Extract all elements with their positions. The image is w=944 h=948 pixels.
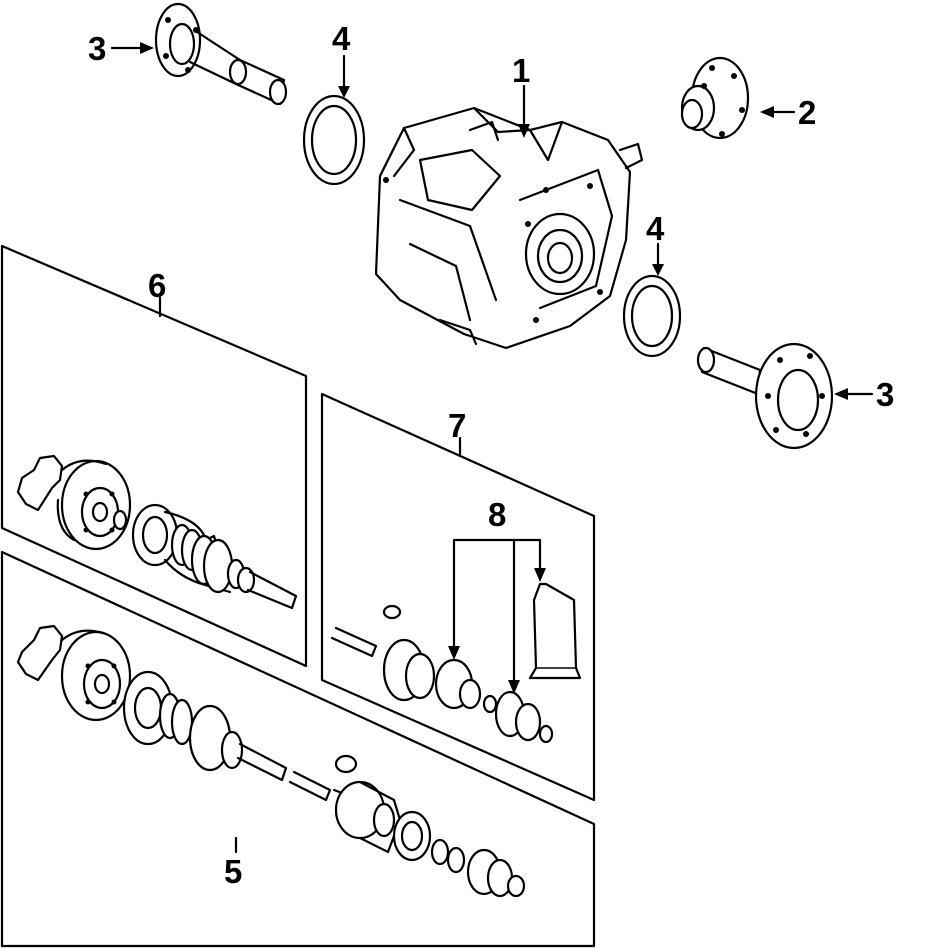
callout-1: 1 — [512, 52, 530, 89]
flange-shaft-left — [154, 2, 288, 106]
grease-tube — [528, 582, 582, 680]
cv-joint-outer-upper — [16, 454, 132, 551]
callout-2: 2 — [798, 94, 816, 131]
seal-left — [302, 94, 366, 186]
flange-shaft-right — [696, 342, 834, 450]
callout-6: 6 — [148, 267, 166, 304]
callout-7: 7 — [448, 407, 466, 444]
callout-4-right: 4 — [646, 210, 665, 247]
boot-kit-parts — [330, 604, 554, 744]
boot-inner-upper — [131, 503, 298, 610]
cv-joint-inner-lower — [334, 780, 526, 898]
differential-housing — [374, 106, 644, 350]
boot-outer-lower — [122, 670, 288, 782]
callout-5: 5 — [224, 853, 242, 890]
seal-right — [622, 274, 682, 358]
flange-right-top — [680, 56, 750, 140]
cv-joint-outer-lower — [16, 624, 132, 722]
callout-3-left: 3 — [88, 30, 106, 67]
panel-boot-kit: 7 8 — [320, 392, 596, 802]
panel-axle-upper: 6 — [0, 244, 308, 668]
callout-3-right: 3 — [876, 376, 894, 413]
callout-4-left: 4 — [332, 20, 351, 57]
panel-axle-lower: 5 — [0, 550, 596, 948]
callout-8: 8 — [488, 496, 506, 533]
